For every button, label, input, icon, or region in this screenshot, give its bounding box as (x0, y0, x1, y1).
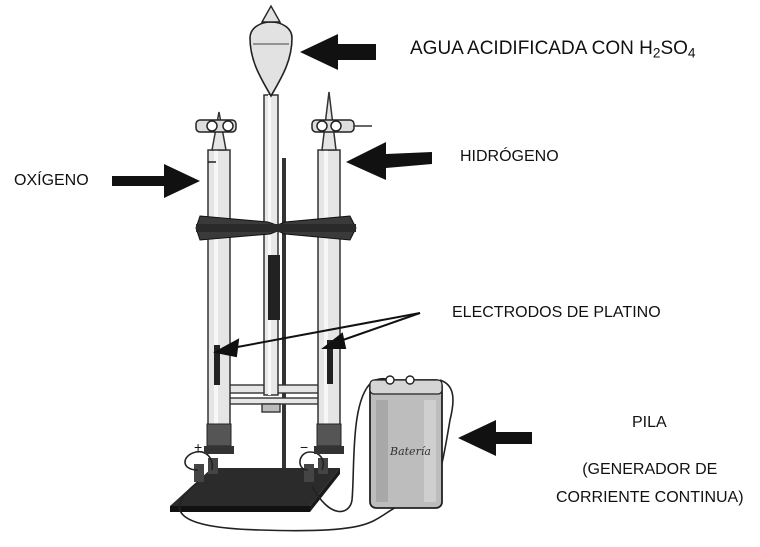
support-rod (282, 158, 286, 468)
electrode-pointers (213, 312, 421, 358)
label-pila-subtitle: (GENERADOR DE CORRIENTE CONTINUA) (556, 456, 744, 512)
label-pila-sub-line2: CORRIENTE CONTINUA) (556, 489, 744, 506)
left-tube (195, 111, 237, 454)
right-tube (311, 91, 372, 454)
arrows (112, 34, 532, 456)
wires (178, 377, 454, 532)
arrow-oxigeno-icon (112, 164, 200, 198)
battery-label: Batería (389, 445, 431, 458)
central-funnel (249, 4, 293, 396)
arrow-pila-icon (458, 420, 532, 456)
label-agua-text: AGUA ACIDIFICADA CON H (410, 38, 653, 59)
label-agua-sub1: 2 (652, 45, 661, 61)
label-agua-mid: SO (660, 38, 688, 59)
arrow-agua-icon (300, 34, 376, 70)
label-pila-sub-line1: (GENERADOR DE (582, 461, 718, 478)
electrodes (214, 340, 333, 385)
arrow-hidrogeno-icon (346, 142, 432, 180)
label-hidrogeno: HIDRÓGENO (460, 148, 559, 165)
negative-terminal-sign: − (300, 439, 308, 455)
label-oxigeno: OXÍGENO (14, 172, 89, 189)
label-agua-acidificada: AGUA ACIDIFICADA CON H2SO4 (410, 38, 696, 60)
clamp-crossbar (195, 215, 357, 241)
positive-terminal-sign: + (194, 439, 202, 455)
base-platform (170, 468, 340, 512)
label-electrodos-platino: ELECTRODOS DE PLATINO (452, 304, 661, 321)
label-pila: PILA (632, 414, 667, 431)
battery: Batería (369, 375, 443, 509)
label-agua-sub2: 4 (687, 45, 696, 61)
